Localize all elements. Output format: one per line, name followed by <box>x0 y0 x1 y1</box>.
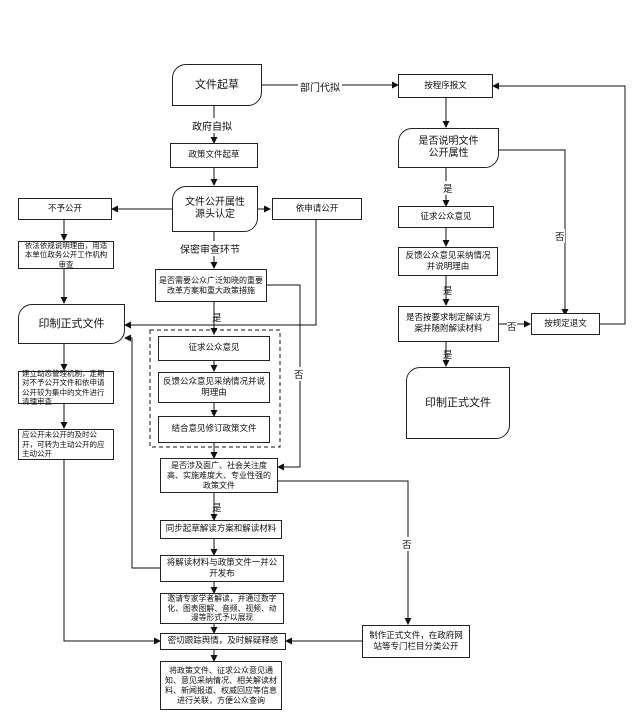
label-yes-require: 是 <box>443 350 453 361</box>
label-dept-draft: 部门代拟 <box>298 79 342 94</box>
label-no-need-opinion: 否 <box>294 367 304 381</box>
label-yes-state-attr: 是 <box>443 181 453 195</box>
label-no-require: 否 <box>507 319 517 333</box>
node-require-interp: 是否按要求制定解读方案并随附解读材料 <box>398 306 499 342</box>
node-interest-check: 是否涉及面广、社会关注度高、实施难度大、专业性强的政策文件 <box>160 458 278 493</box>
node-link-docs: 将政策文件、征求公众意见通知、意见采纳情况、相关解读材料、新闻报道、权威回应等信… <box>160 661 282 710</box>
node-return-by-rule: 按规定退文 <box>531 313 600 335</box>
node-sync-draft: 同步起草解读方案和解读材料 <box>160 520 282 539</box>
label-gov-self: 政府自拟 <box>192 118 232 133</box>
node-publish-together: 将解读材料与政策文件一并公开发布 <box>160 555 284 582</box>
node-collect-opinion: 征求公众意见 <box>158 336 270 361</box>
node-print-formal-left: 印制正式文件 <box>18 304 125 344</box>
node-revise-policy: 结合意见修订政策文件 <box>158 416 270 443</box>
label-no-interest: 否 <box>402 537 412 551</box>
node-track-sentiment: 密切跟踪舆情，及时解疑释惑 <box>160 633 286 650</box>
label-yes-feedback: 是 <box>443 286 453 297</box>
label-no-state-attr: 否 <box>555 229 565 243</box>
node-not-public-note: 依法依规说明理由，用适本单位政务公开工作机构审查 <box>18 241 114 269</box>
node-feedback-opinion: 反馈公众意见采纳情况并说明理由 <box>158 372 270 403</box>
label-secrecy-review: 保密审查环节 <box>180 241 240 256</box>
node-feedback-opinion-right: 反馈公众意见采纳情况并说明理由 <box>398 247 498 276</box>
node-draft: 文件起草 <box>172 64 262 106</box>
node-need-opinion: 是否需要公众广泛知晓的重要改革方案和重大政策措施 <box>155 269 267 302</box>
node-attr-confirm: 文件公开属性 源头认定 <box>172 186 258 232</box>
node-invite-experts: 邀请专家学者解读，并通过数字化、图表图解、音频、视频、动漫等形式予以展现 <box>160 593 284 624</box>
node-convert-public: 应公开未公开的及时公开，可转为主动公开的应主动公开 <box>18 429 114 460</box>
node-dynamic-mgmt: 建立动态管理机制，定期对不予公开文件和依申请公开较为集中的文件进行清理审查 <box>18 369 114 406</box>
node-state-attr: 是否说明文件 公开属性 <box>398 128 499 168</box>
node-make-formal: 制作正式文件，在政府网站等专门栏目分类公开 <box>362 625 470 658</box>
node-not-public: 不予公开 <box>18 198 112 220</box>
node-by-request: 依申请公开 <box>272 198 362 220</box>
label-yes-need-opinion: 是 <box>212 313 222 324</box>
node-policy-draft: 政策文件起草 <box>170 143 258 168</box>
label-yes-interest: 是 <box>212 503 222 514</box>
node-submit-procedure: 按程序报文 <box>398 74 493 98</box>
node-collect-opinion-right: 征求公众意见 <box>398 206 494 228</box>
node-print-formal-right: 印制正式文件 <box>406 367 510 439</box>
